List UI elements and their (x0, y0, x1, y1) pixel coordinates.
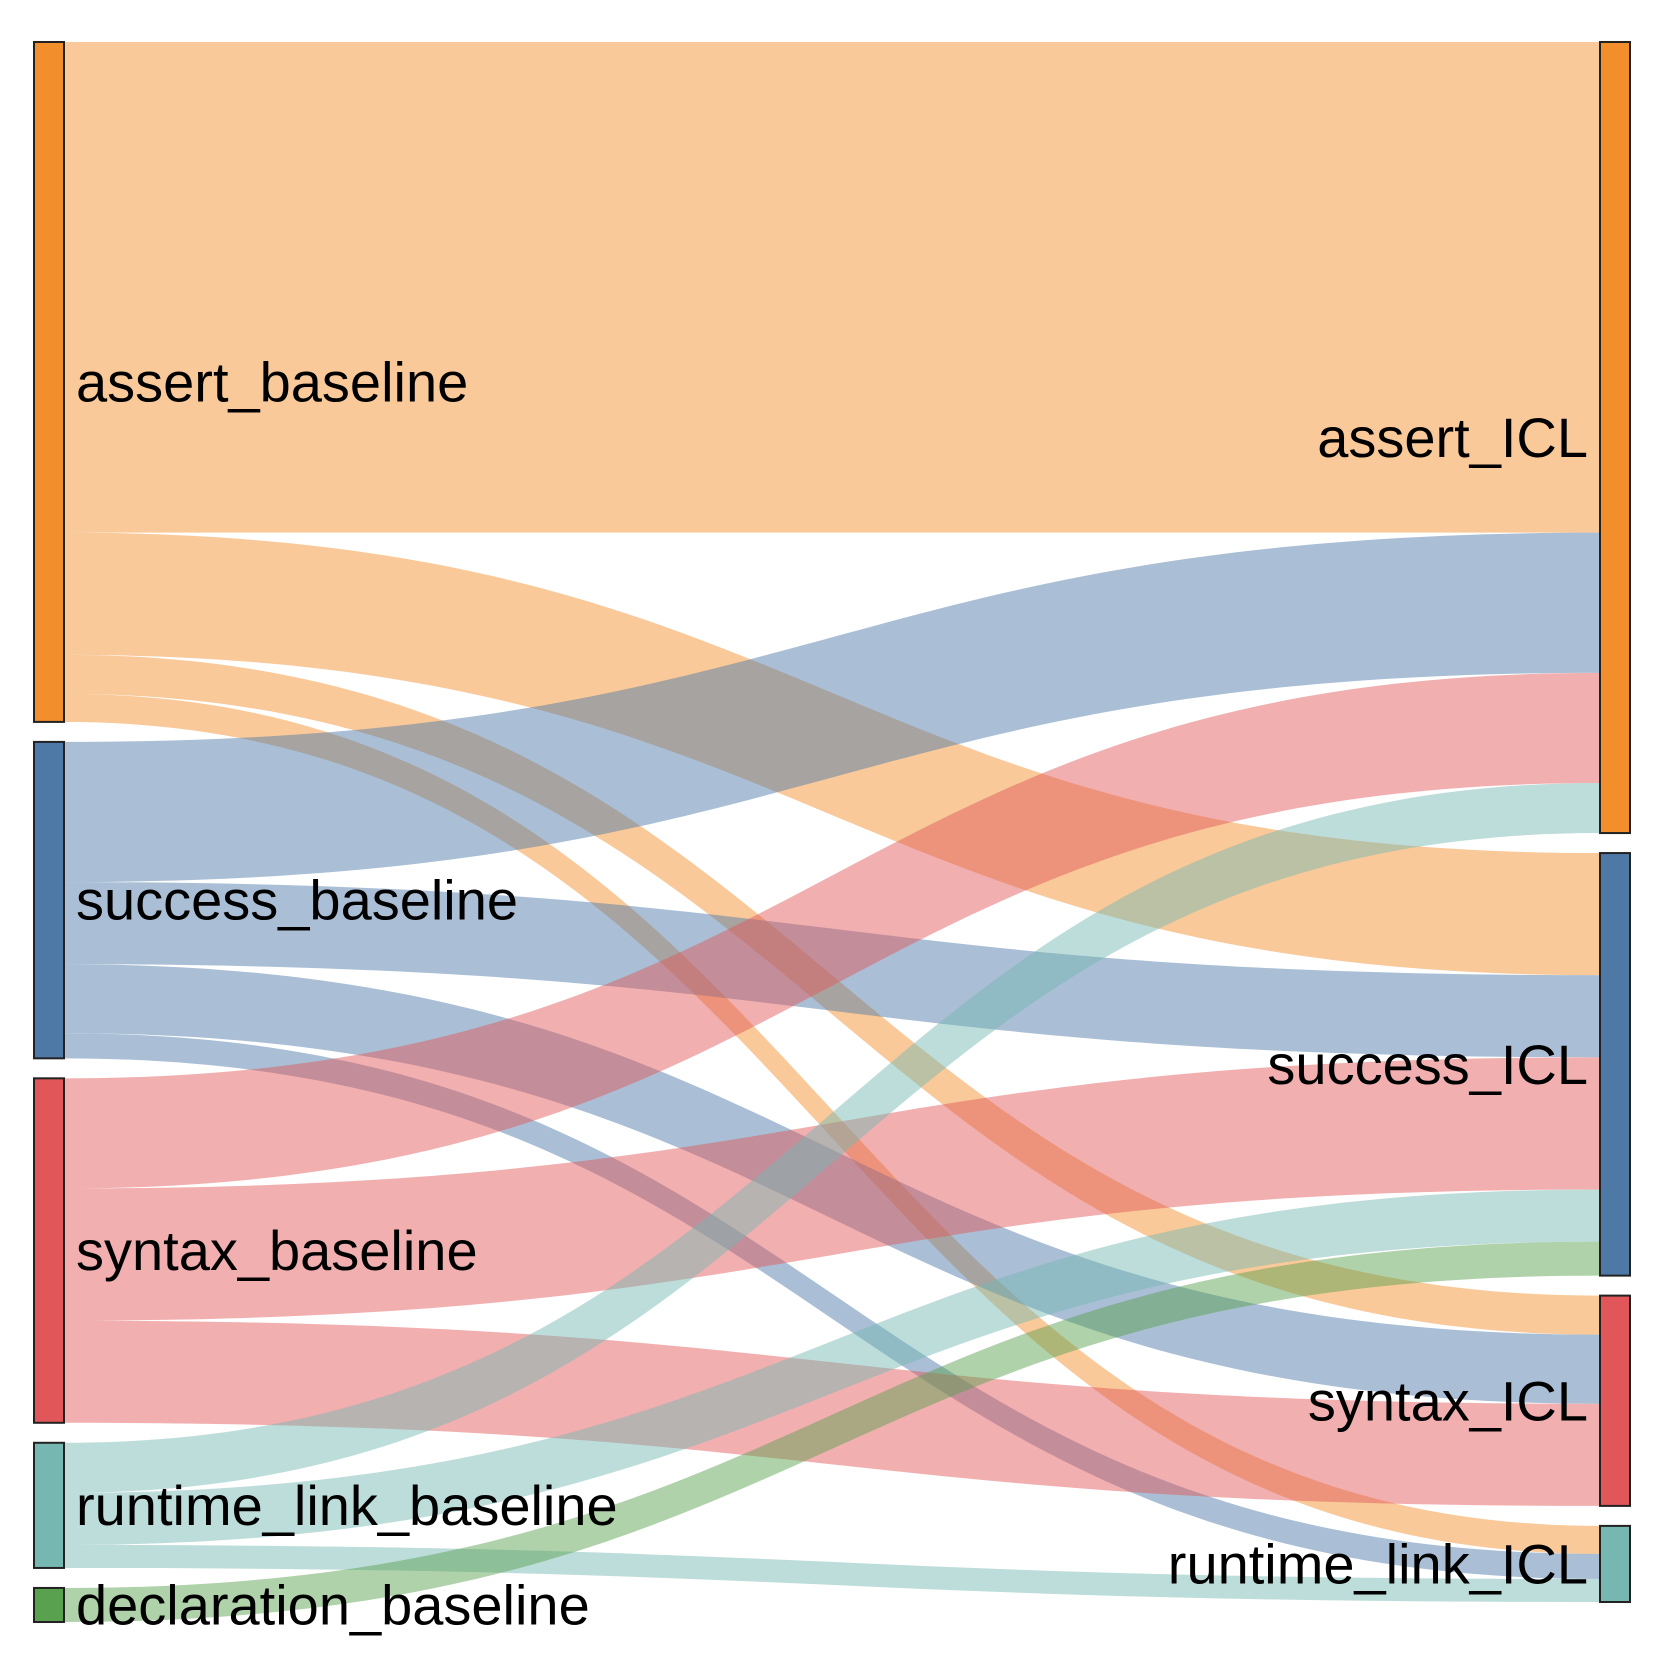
node-assert-baseline (33, 41, 65, 723)
node-assert-ICL (1599, 41, 1631, 835)
link-success_baseline-to-runtime_link_ICL (64, 1033, 1600, 1579)
node-label-success-ICL: success_ICL (1267, 1033, 1588, 1096)
node-declaration-baseline (33, 1586, 65, 1623)
links-layer (64, 42, 1600, 1622)
link-assert_baseline-to-success_ICL (64, 532, 1600, 976)
node-syntax-baseline (33, 1077, 65, 1424)
link-assert_baseline-to-runtime_link_ICL (64, 693, 1600, 1554)
node-success-ICL (1599, 852, 1631, 1277)
node-label-syntax-baseline: syntax_baseline (76, 1219, 478, 1282)
nodes-layer (33, 41, 1631, 1623)
node-label-syntax-ICL: syntax_ICL (1308, 1369, 1588, 1432)
node-label-assert-ICL: assert_ICL (1317, 406, 1588, 469)
link-success_baseline-to-success_ICL (64, 882, 1600, 1058)
link-declaration_baseline-to-success_ICL (64, 1241, 1600, 1622)
link-runtime_link_baseline-to-assert_ICL (64, 782, 1600, 1493)
node-label-runtime-link-baseline: runtime_link_baseline (76, 1474, 618, 1537)
link-assert_baseline-to-assert_ICL (64, 42, 1600, 533)
node-label-success-baseline: success_baseline (76, 869, 518, 932)
labels-layer: assert_baseline success_baseline syntax_ba… (76, 350, 1588, 1636)
node-label-declaration-baseline: declaration_baseline (76, 1573, 590, 1636)
link-syntax_baseline-to-syntax_ICL (64, 1320, 1600, 1506)
node-syntax-ICL (1599, 1294, 1631, 1507)
node-runtime-link-baseline (33, 1441, 65, 1569)
node-label-runtime-link-ICL: runtime_link_ICL (1168, 1532, 1588, 1595)
node-label-assert-baseline: assert_baseline (76, 350, 468, 413)
link-success_baseline-to-syntax_ICL (64, 964, 1600, 1404)
link-runtime_link_baseline-to-success_ICL (64, 1189, 1600, 1545)
link-syntax_baseline-to-assert_ICL (64, 672, 1600, 1189)
node-runtime-link-ICL (1599, 1524, 1631, 1604)
link-runtime_link_baseline-to-runtime_link_ICL (64, 1544, 1600, 1602)
link-success_baseline-to-assert_ICL (64, 532, 1600, 883)
node-success-baseline (33, 740, 65, 1060)
link-assert_baseline-to-syntax_ICL (64, 654, 1600, 1335)
link-syntax_baseline-to-success_ICL (64, 1057, 1600, 1321)
